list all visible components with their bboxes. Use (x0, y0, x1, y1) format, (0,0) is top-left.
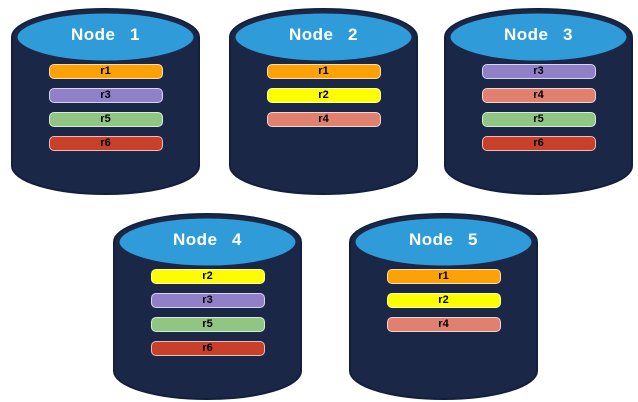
replica-bar-r1: r1 (386, 269, 501, 284)
node-5-cylinder: Node 5 r1 r2 r4 (348, 211, 539, 401)
node-1-cylinder: Node 1 r1 r3 r5 r6 (10, 6, 201, 196)
node-title: Node 5 (408, 230, 479, 249)
replica-bar-r3: r3 (150, 293, 265, 308)
replica-bar-r2: r2 (266, 88, 381, 103)
replica-bar-r2: r2 (386, 293, 501, 308)
replica-bar-r4: r4 (266, 112, 381, 127)
replica-bar-r5: r5 (150, 317, 265, 332)
replica-bar-r6: r6 (481, 136, 596, 151)
replica-bar-r6: r6 (150, 341, 265, 356)
replica-list: r3 r4 r5 r6 (443, 64, 634, 151)
node-3-cylinder: Node 3 r3 r4 r5 r6 (443, 6, 634, 196)
replica-bar-r2: r2 (150, 269, 265, 284)
replica-bar-r5: r5 (481, 112, 596, 127)
replica-bar-r5: r5 (48, 112, 163, 127)
node-title: Node 3 (503, 25, 574, 44)
replica-bar-r6: r6 (48, 136, 163, 151)
replica-bar-r4: r4 (481, 88, 596, 103)
replica-bar-r3: r3 (481, 64, 596, 79)
node-4-cylinder: Node 4 r2 r3 r5 r6 (112, 211, 303, 401)
node-title: Node 4 (172, 230, 243, 249)
node-2-cylinder: Node 2 r1 r2 r4 (228, 6, 419, 196)
replica-bar-r3: r3 (48, 88, 163, 103)
replica-bar-r1: r1 (266, 64, 381, 79)
node-title: Node 2 (288, 25, 359, 44)
replica-list: r2 r3 r5 r6 (112, 269, 303, 356)
replica-list: r1 r3 r5 r6 (10, 64, 201, 151)
replica-list: r1 r2 r4 (348, 269, 539, 332)
replica-bar-r1: r1 (48, 64, 163, 79)
node-title: Node 1 (70, 25, 141, 44)
replica-list: r1 r2 r4 (228, 64, 419, 127)
replica-bar-r4: r4 (386, 317, 501, 332)
